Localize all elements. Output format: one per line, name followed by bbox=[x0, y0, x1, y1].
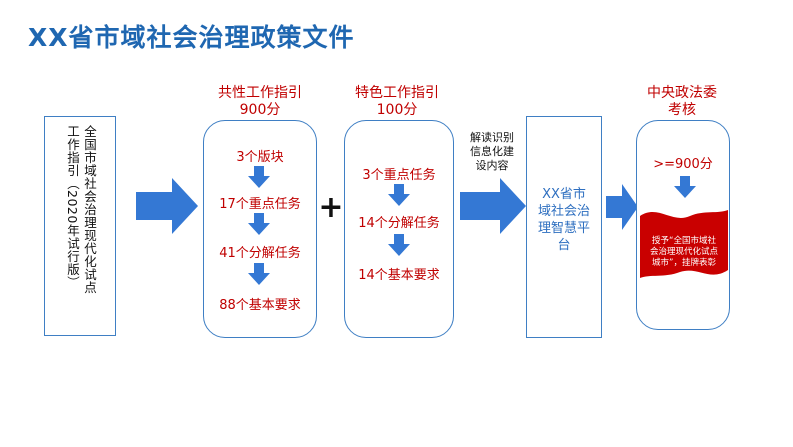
smart-platform-box bbox=[526, 116, 602, 338]
guide-document-line2: 工作指引（2020年试行版） bbox=[65, 125, 80, 289]
flow-arrow-1 bbox=[136, 178, 198, 234]
interpret-label-line2: 信息化建 bbox=[470, 145, 514, 158]
special-guide-heading: 特色工作指引 100分 bbox=[337, 85, 457, 119]
interpret-label-line3: 设内容 bbox=[475, 159, 509, 172]
smart-platform-line2: 域社会治 bbox=[537, 204, 590, 219]
special-guide-score: 100分 bbox=[376, 102, 418, 118]
special-guide-title: 特色工作指引 bbox=[355, 85, 439, 101]
common-item-modules: 3个版块 bbox=[236, 150, 284, 165]
committee-subtitle: 考核 bbox=[668, 102, 696, 118]
plus-sign: + bbox=[318, 190, 344, 225]
special-item-requirements: 14个基本要求 bbox=[358, 268, 440, 283]
award-banner-line3: 城市”，挂牌表彰 bbox=[652, 258, 716, 268]
common-guide-heading: 共性工作指引 900分 bbox=[200, 85, 320, 119]
award-banner-shape bbox=[640, 210, 728, 278]
special-item-key-tasks: 3个重点任务 bbox=[362, 168, 436, 183]
special-guide-box bbox=[344, 120, 454, 338]
smart-platform-line1: XX省市 bbox=[542, 187, 586, 202]
interpret-label: 解读识别 信息化建 设内容 bbox=[460, 131, 524, 173]
down-arrow-icon bbox=[248, 213, 270, 235]
down-arrow-icon bbox=[248, 166, 270, 188]
committee-heading: 中央政法委 考核 bbox=[630, 85, 734, 119]
down-arrow-icon bbox=[248, 263, 270, 285]
guide-document-title: 全国市域社会治理现代化试点 工作指引（2020年试行版） bbox=[64, 125, 98, 329]
committee-threshold: >=900分 bbox=[653, 157, 713, 172]
guide-document-box: 全国市域社会治理现代化试点 工作指引（2020年试行版） bbox=[44, 116, 116, 336]
common-item-key-tasks: 17个重点任务 bbox=[219, 197, 301, 212]
common-guide-title: 共性工作指引 bbox=[218, 85, 302, 101]
down-arrow-icon bbox=[388, 184, 410, 206]
smart-platform-line3: 理智慧平 bbox=[537, 221, 590, 236]
smart-platform-line4: 台 bbox=[557, 238, 571, 253]
smart-platform-label: XX省市 域社会治 理智慧平 台 bbox=[526, 186, 602, 254]
down-arrow-icon bbox=[674, 176, 696, 198]
special-item-sub-tasks: 14个分解任务 bbox=[358, 216, 440, 231]
award-banner-line1: 授予“全国市域社 bbox=[652, 236, 716, 246]
award-banner-line2: 会治理现代化试点 bbox=[649, 247, 718, 257]
down-arrow-icon bbox=[388, 234, 410, 256]
flow-arrow-3 bbox=[606, 184, 638, 230]
committee-title: 中央政法委 bbox=[647, 85, 717, 101]
common-guide-score: 900分 bbox=[239, 102, 281, 118]
common-item-sub-tasks: 41个分解任务 bbox=[219, 246, 301, 261]
page-title: XX省市域社会治理政策文件 bbox=[28, 23, 355, 52]
flow-arrow-2 bbox=[460, 178, 526, 234]
award-banner-text: 授予“全国市域社 会治理现代化试点 城市”，挂牌表彰 bbox=[640, 236, 728, 269]
common-item-requirements: 88个基本要求 bbox=[219, 298, 301, 313]
interpret-label-line1: 解读识别 bbox=[470, 131, 514, 144]
guide-document-line1: 全国市域社会治理现代化试点 bbox=[82, 125, 97, 294]
